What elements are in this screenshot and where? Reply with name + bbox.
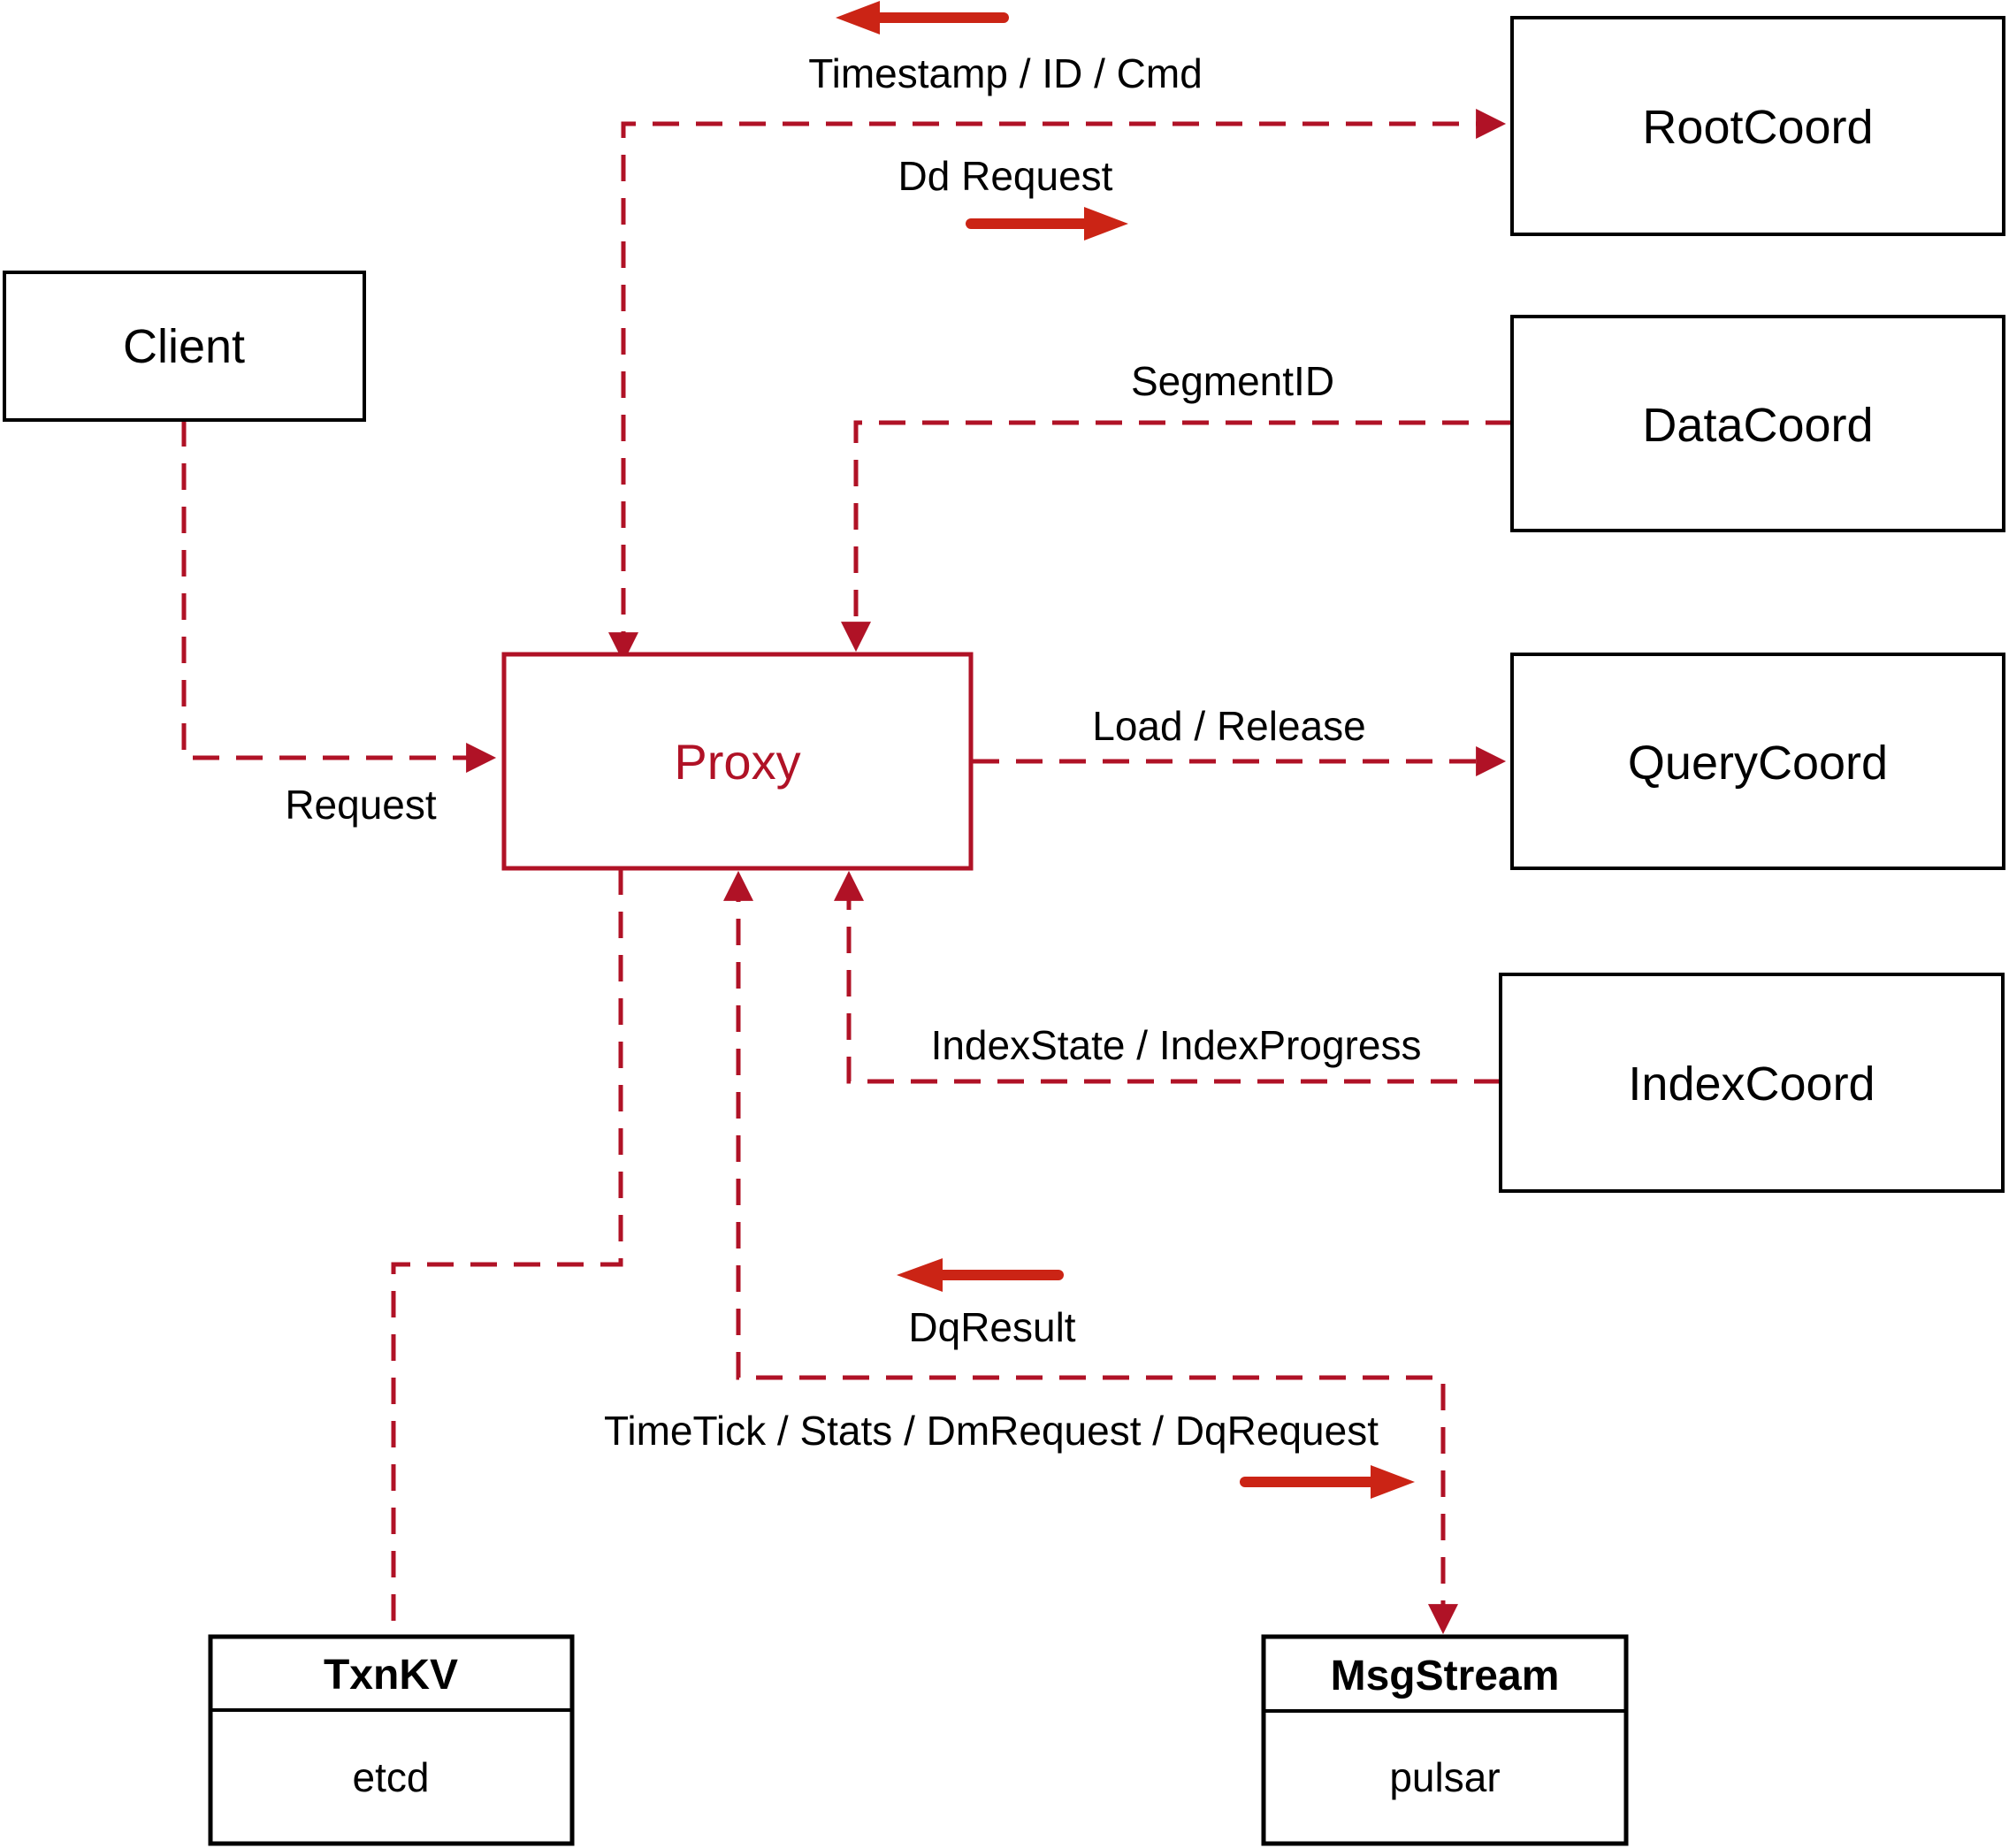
node-indexcoord: IndexCoord <box>1499 973 2005 1193</box>
edge-proxy-rootcoord <box>608 109 1507 663</box>
node-rootcoord: RootCoord <box>1510 16 2005 236</box>
querycoord-box <box>1510 653 2005 870</box>
rootcoord-box <box>1510 16 2005 236</box>
edge-label-load-release: Load / Release <box>1092 703 1365 749</box>
edge-client-to-proxy <box>181 420 497 773</box>
node-datacoord: DataCoord <box>1510 315 2005 532</box>
txnkv-subtitle: etcd <box>353 1754 430 1800</box>
arrow-head <box>897 1258 943 1292</box>
msgstream-box <box>1261 1634 1629 1846</box>
edge-label-segmentid: SegmentID <box>1131 358 1334 404</box>
datacoord-box <box>1510 315 2005 532</box>
proxy-box <box>501 652 974 871</box>
node-msgstream: MsgStream pulsar <box>1261 1634 1629 1846</box>
querycoord-label: QueryCoord <box>1628 737 1888 790</box>
arrow-right-dd-request-icon <box>966 207 1128 241</box>
node-txnkv: TxnKV etcd <box>208 1634 575 1846</box>
node-querycoord: QueryCoord <box>1510 653 2005 870</box>
node-client: Client <box>3 271 366 422</box>
arrow-head <box>1084 207 1128 241</box>
client-box <box>3 271 366 422</box>
edge-proxy-to-txnkv <box>391 868 623 1635</box>
edge-datacoord-to-proxy <box>841 420 1512 653</box>
datacoord-label: DataCoord <box>1642 399 1873 452</box>
edge-label-timetick-stats: TimeTick / Stats / DmRequest / DqRequest <box>604 1408 1379 1454</box>
arrow-left-timestamp-icon <box>836 1 1009 34</box>
edge-proxy-msgstream <box>723 870 1458 1635</box>
indexcoord-label: IndexCoord <box>1628 1058 1875 1111</box>
edge-label-dqresult: DqResult <box>908 1304 1075 1350</box>
msgstream-title: MsgStream <box>1331 1653 1560 1699</box>
edge-label-dd-request: Dd Request <box>898 153 1113 199</box>
rootcoord-label: RootCoord <box>1642 101 1873 154</box>
arrow-head <box>1371 1465 1415 1499</box>
edge-label-timestamp-id-cmd: Timestamp / ID / Cmd <box>808 50 1203 96</box>
edge-label-request: Request <box>285 782 437 828</box>
client-label: Client <box>123 320 245 373</box>
arrow-head <box>836 1 880 34</box>
indexcoord-box <box>1499 973 2005 1193</box>
arrow-left-dqresult-icon <box>897 1258 1064 1292</box>
msgstream-subtitle: pulsar <box>1389 1754 1500 1800</box>
edge-label-indexstate-indexprogress: IndexState / IndexProgress <box>931 1022 1422 1068</box>
node-proxy: Proxy <box>501 652 974 871</box>
arrow-right-timetick-icon <box>1240 1465 1415 1499</box>
txnkv-box <box>208 1634 575 1846</box>
txnkv-title: TxnKV <box>324 1652 458 1699</box>
proxy-label: Proxy <box>674 734 800 790</box>
